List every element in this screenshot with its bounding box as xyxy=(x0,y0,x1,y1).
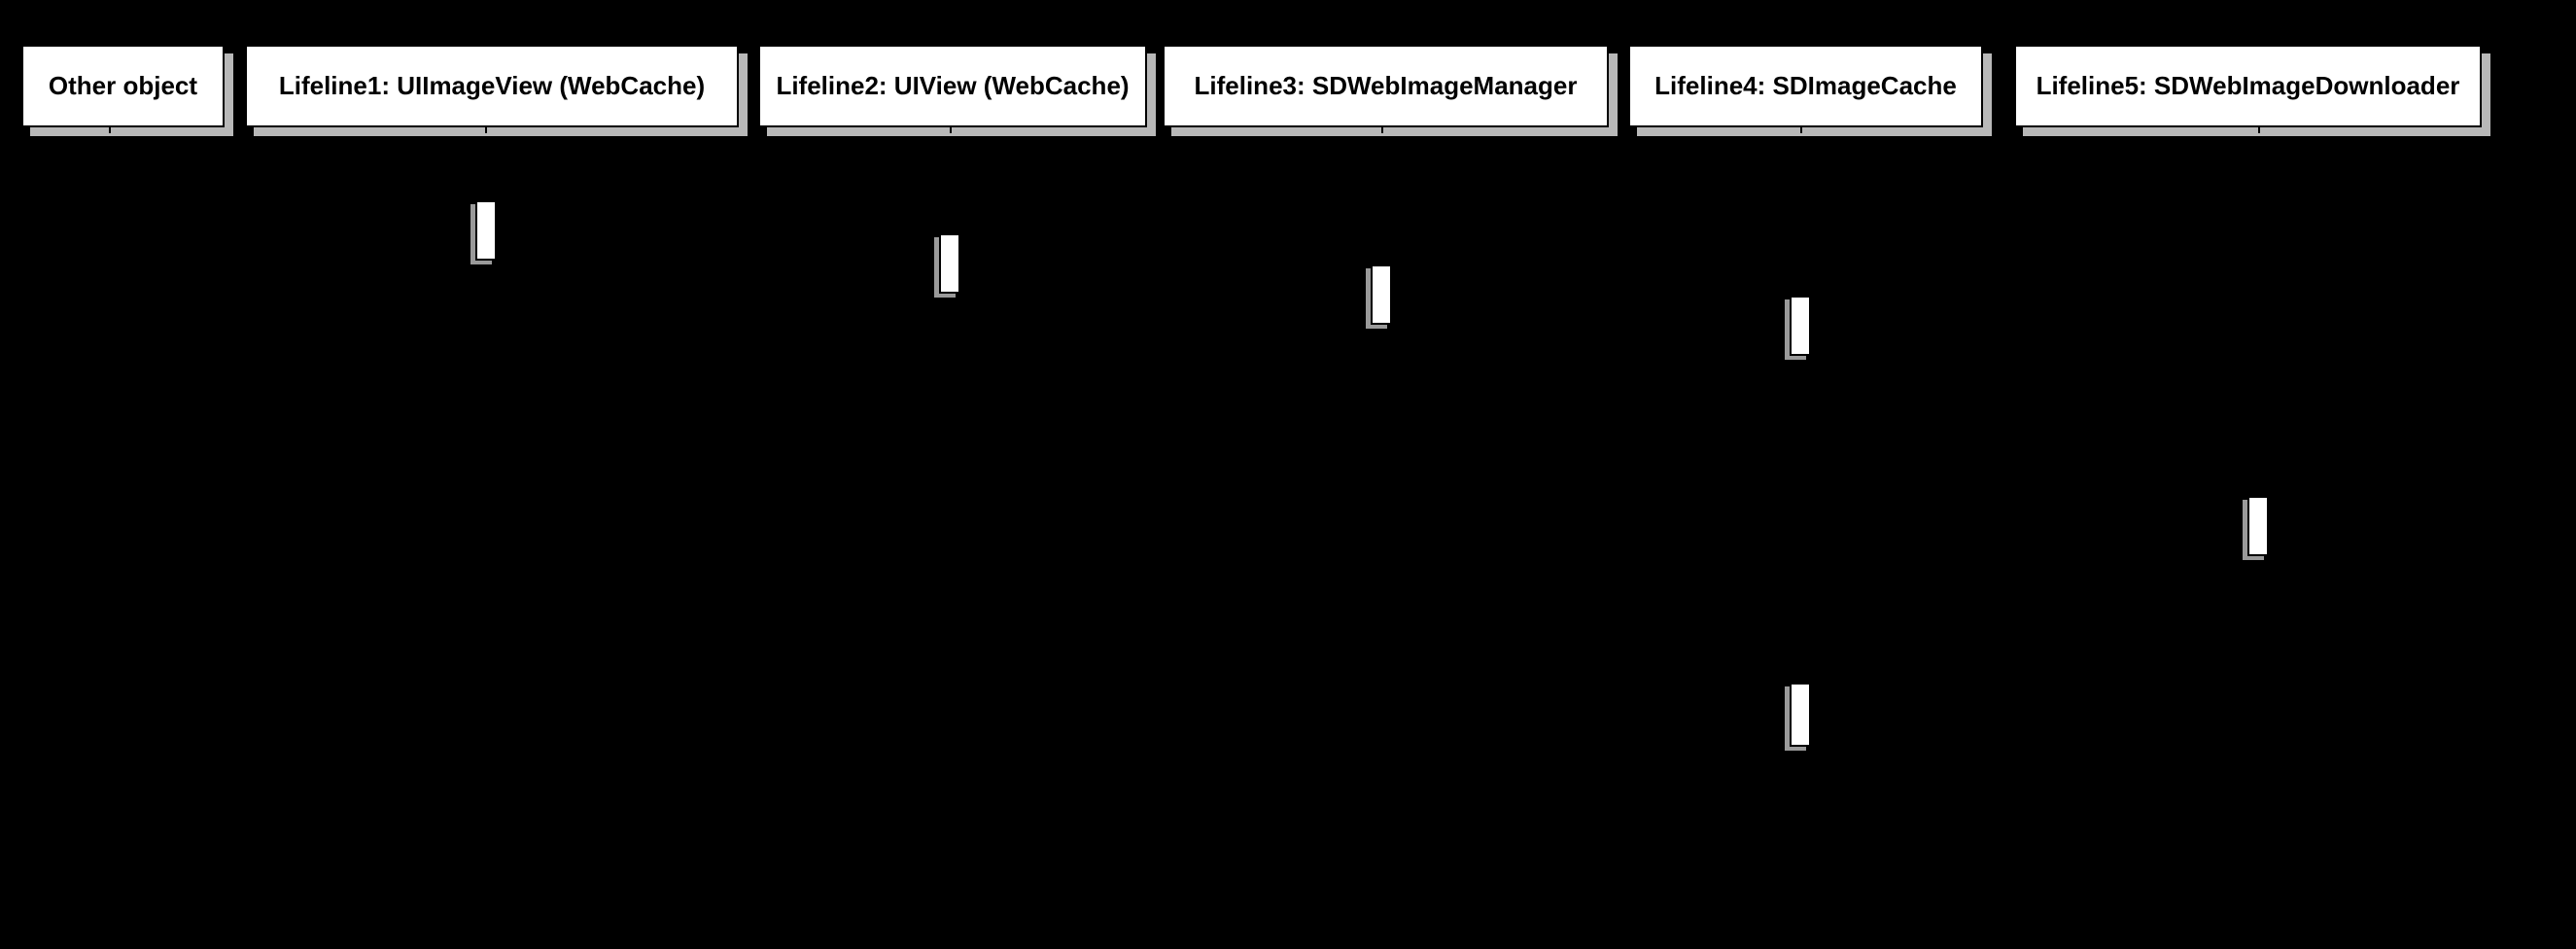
lifeline-head-lifeline4[interactable]: Lifeline4: SDImageCache xyxy=(1628,45,1983,127)
lifeline-stem-lifeline3 xyxy=(1381,127,1383,949)
lifeline-stem-lifeline1 xyxy=(485,127,487,949)
lifeline-label-lifeline1: Lifeline1: UIImageView (WebCache) xyxy=(278,71,706,101)
lifeline-label-lifeline5: Lifeline5: SDWebImageDownloader xyxy=(2036,71,2460,101)
lifeline-stem-other-object xyxy=(109,127,111,949)
activation-bar-lifeline2[interactable] xyxy=(939,233,960,294)
lifeline-head-lifeline1[interactable]: Lifeline1: UIImageView (WebCache) xyxy=(245,45,739,127)
lifeline-head-other-object[interactable]: Other object xyxy=(21,45,225,127)
lifeline-label-other-object: Other object xyxy=(48,71,198,101)
lifeline-head-lifeline5[interactable]: Lifeline5: SDWebImageDownloader xyxy=(2014,45,2482,127)
activation-bar-lifeline3[interactable] xyxy=(1371,264,1392,325)
lifeline-stem-lifeline2 xyxy=(950,127,952,949)
lifeline-label-lifeline4: Lifeline4: SDImageCache xyxy=(1654,71,1957,101)
activation-bar-lifeline4-lower[interactable] xyxy=(1790,683,1811,747)
activation-bar-lifeline4-upper[interactable] xyxy=(1790,296,1811,356)
lifeline-label-lifeline2: Lifeline2: UIView (WebCache) xyxy=(776,71,1130,101)
activation-bar-lifeline1[interactable] xyxy=(475,200,497,261)
lifeline-head-lifeline2[interactable]: Lifeline2: UIView (WebCache) xyxy=(758,45,1147,127)
lifeline-label-lifeline3: Lifeline3: SDWebImageManager xyxy=(1194,71,1578,101)
lifeline-stem-lifeline4 xyxy=(1800,127,1802,949)
lifeline-head-lifeline3[interactable]: Lifeline3: SDWebImageManager xyxy=(1163,45,1609,127)
activation-bar-lifeline5[interactable] xyxy=(2247,496,2269,556)
